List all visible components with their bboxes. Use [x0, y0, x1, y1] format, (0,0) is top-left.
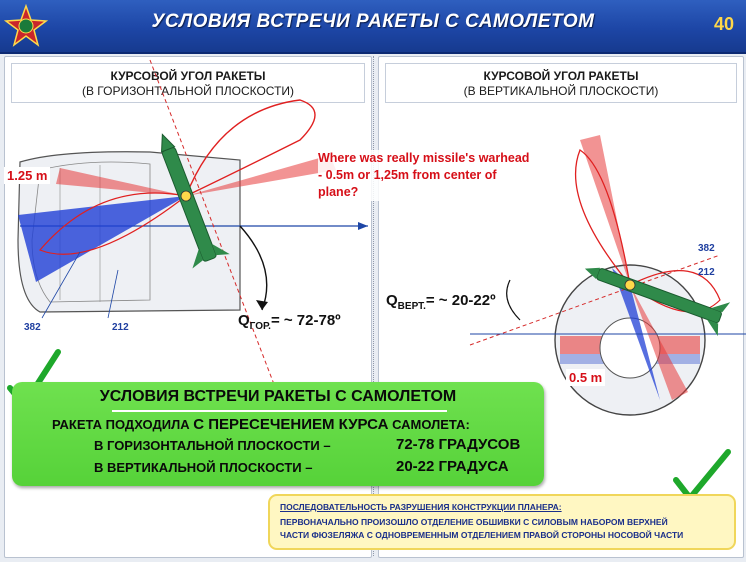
right-panel-title-box: КУРСОВОЙ УГОЛ РАКЕТЫ (В ВЕРТИКАЛЬНОЙ ПЛО…	[385, 63, 737, 103]
warhead-question-annotation: Where was really missile's warhead - 0.5…	[318, 150, 568, 201]
summary-title-underline	[112, 410, 447, 412]
annotation-line-2: - 0.5m or 1,25m from center of	[318, 168, 497, 182]
right-panel-subtitle: (В ВЕРТИКАЛЬНОЙ ПЛОСКОСТИ)	[463, 84, 659, 98]
summary-box: УСЛОВИЯ ВСТРЕЧИ РАКЕТЫ С САМОЛЕТОМ РАКЕТ…	[12, 382, 544, 486]
check-mark-icon-right	[673, 449, 731, 501]
left-fragment-envelope	[184, 99, 316, 198]
right-frame-label-212: 212	[698, 267, 715, 278]
left-fragment-envelope-rear	[38, 192, 188, 255]
right-red-beam-upper	[580, 135, 630, 285]
page-title: УСЛОВИЯ ВСТРЕЧИ РАКЕТЫ С САМОЛЕТОМ	[151, 11, 595, 32]
destruction-note-title: ПОСЛЕДОВАТЕЛЬНОСТЬ РАЗРУШЕНИЯ КОНСТРУКЦИ…	[280, 502, 562, 512]
right-red-beam-lower	[630, 285, 688, 400]
horizontal-angle-label: QГОР.= ~ 72-78º	[238, 312, 341, 332]
right-fragment-envelope-side	[628, 270, 721, 313]
left-red-beam-lower	[56, 168, 186, 196]
page-number: 40	[713, 14, 734, 34]
left-frame-leader-382	[41, 251, 81, 319]
right-fragment-envelope	[574, 149, 632, 288]
right-missile-trajectory	[469, 254, 721, 346]
left-frame-label-212: 212	[112, 322, 129, 333]
right-detonation-point	[624, 279, 636, 291]
right-offset-label: 0.5 m	[566, 369, 606, 386]
summary-row2-value: 20-22 ГРАДУСА	[396, 458, 509, 475]
left-angle-arc	[239, 225, 268, 311]
right-frame-label-382: 382	[698, 243, 715, 254]
left-missile-trajectory	[149, 59, 281, 401]
destruction-note-body: ПЕРВОНАЧАЛЬНО ПРОИЗОШЛО ОТДЕЛЕНИЕ ОБШИВК…	[280, 517, 684, 540]
left-missile-icon	[161, 133, 230, 269]
vertical-angle-label: QВЕРТ.= ~ 20-22º	[386, 292, 496, 312]
emblem-icon	[4, 4, 48, 47]
annotation-line-1: Where was really missile's warhead	[318, 151, 530, 165]
left-angle-arrow-icon	[256, 300, 268, 310]
left-red-beam-upper	[186, 155, 336, 196]
annotation-line-3: plane?	[318, 185, 359, 199]
right-panel-title: КУРСОВОЙ УГОЛ РАКЕТЫ	[483, 69, 639, 83]
summary-row2-label: В ВЕРТИКАЛЬНОЙ ПЛОСКОСТИ –	[94, 460, 313, 475]
left-frame-leader-212	[107, 269, 119, 319]
header-bar: УСЛОВИЯ ВСТРЕЧИ РАКЕТЫ С САМОЛЕТОМ 40	[0, 0, 746, 54]
summary-row1-value: 72-78 ГРАДУСОВ	[396, 436, 521, 453]
left-panel-subtitle: (В ГОРИЗОНТАЛЬНОЙ ПЛОСКОСТИ)	[81, 84, 295, 98]
left-detonation-point	[180, 190, 192, 202]
left-course-arrow-icon	[358, 222, 368, 230]
left-offset-label: 1.25 m	[4, 167, 51, 184]
summary-row1-label: В ГОРИЗОНТАЛЬНОЙ ПЛОСКОСТИ –	[94, 438, 331, 453]
right-angle-arc	[506, 279, 521, 321]
summary-title: УСЛОВИЯ ВСТРЕЧИ РАКЕТЫ С САМОЛЕТОМ	[99, 388, 457, 405]
panel-divider	[373, 56, 376, 556]
summary-intro: РАКЕТА ПОДХОДИЛА С ПЕРЕСЕЧЕНИЕМ КУРСА СА…	[52, 416, 470, 433]
left-panel-title: КУРСОВОЙ УГОЛ РАКЕТЫ	[110, 69, 266, 83]
left-panel-title-box: КУРСОВОЙ УГОЛ РАКЕТЫ (В ГОРИЗОНТАЛЬНОЙ П…	[11, 63, 365, 103]
destruction-sequence-note: ПОСЛЕДОВАТЕЛЬНОСТЬ РАЗРУШЕНИЯ КОНСТРУКЦИ…	[268, 494, 736, 550]
left-blue-fragment-cone	[18, 196, 186, 282]
left-frame-label-382: 382	[24, 322, 41, 333]
